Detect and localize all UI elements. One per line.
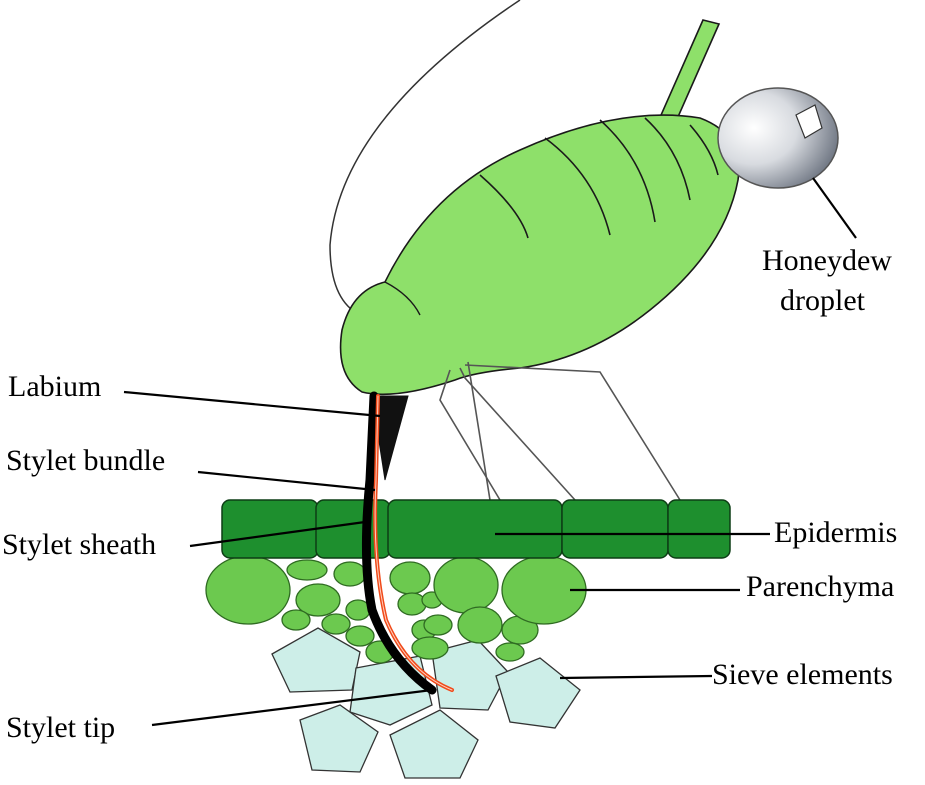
stylet-sheath xyxy=(361,391,437,695)
aphid-body xyxy=(339,114,740,396)
leader-stylet-tip xyxy=(151,688,433,727)
parenchyma-cells xyxy=(205,555,587,664)
leader-honeydew xyxy=(812,177,857,239)
label-sieve-elements: Sieve elements xyxy=(712,658,893,691)
label-parenchyma: Parenchyma xyxy=(746,570,894,603)
leader-stylet-sheath xyxy=(189,520,366,548)
label-stylet-sheath: Stylet sheath xyxy=(2,528,156,561)
honeydew-droplet xyxy=(717,87,839,189)
epidermis-cells xyxy=(221,499,731,559)
label-labium: Labium xyxy=(8,370,101,403)
label-honeydew-line1: Honeydew xyxy=(762,244,892,277)
stylet-bundle-core xyxy=(374,395,453,691)
leader-stylet-bundle xyxy=(197,470,376,492)
leader-sieve-elements xyxy=(559,674,713,680)
label-stylet-tip: Stylet tip xyxy=(6,711,115,744)
label-honeydew-line2: droplet xyxy=(780,284,866,317)
leader-labium xyxy=(123,390,381,418)
leaf-outline xyxy=(329,0,521,316)
label-stylet-bundle: Stylet bundle xyxy=(6,444,165,477)
droplet-highlight xyxy=(795,104,823,139)
aphid-legs xyxy=(439,361,681,501)
label-epidermis: Epidermis xyxy=(774,516,897,549)
